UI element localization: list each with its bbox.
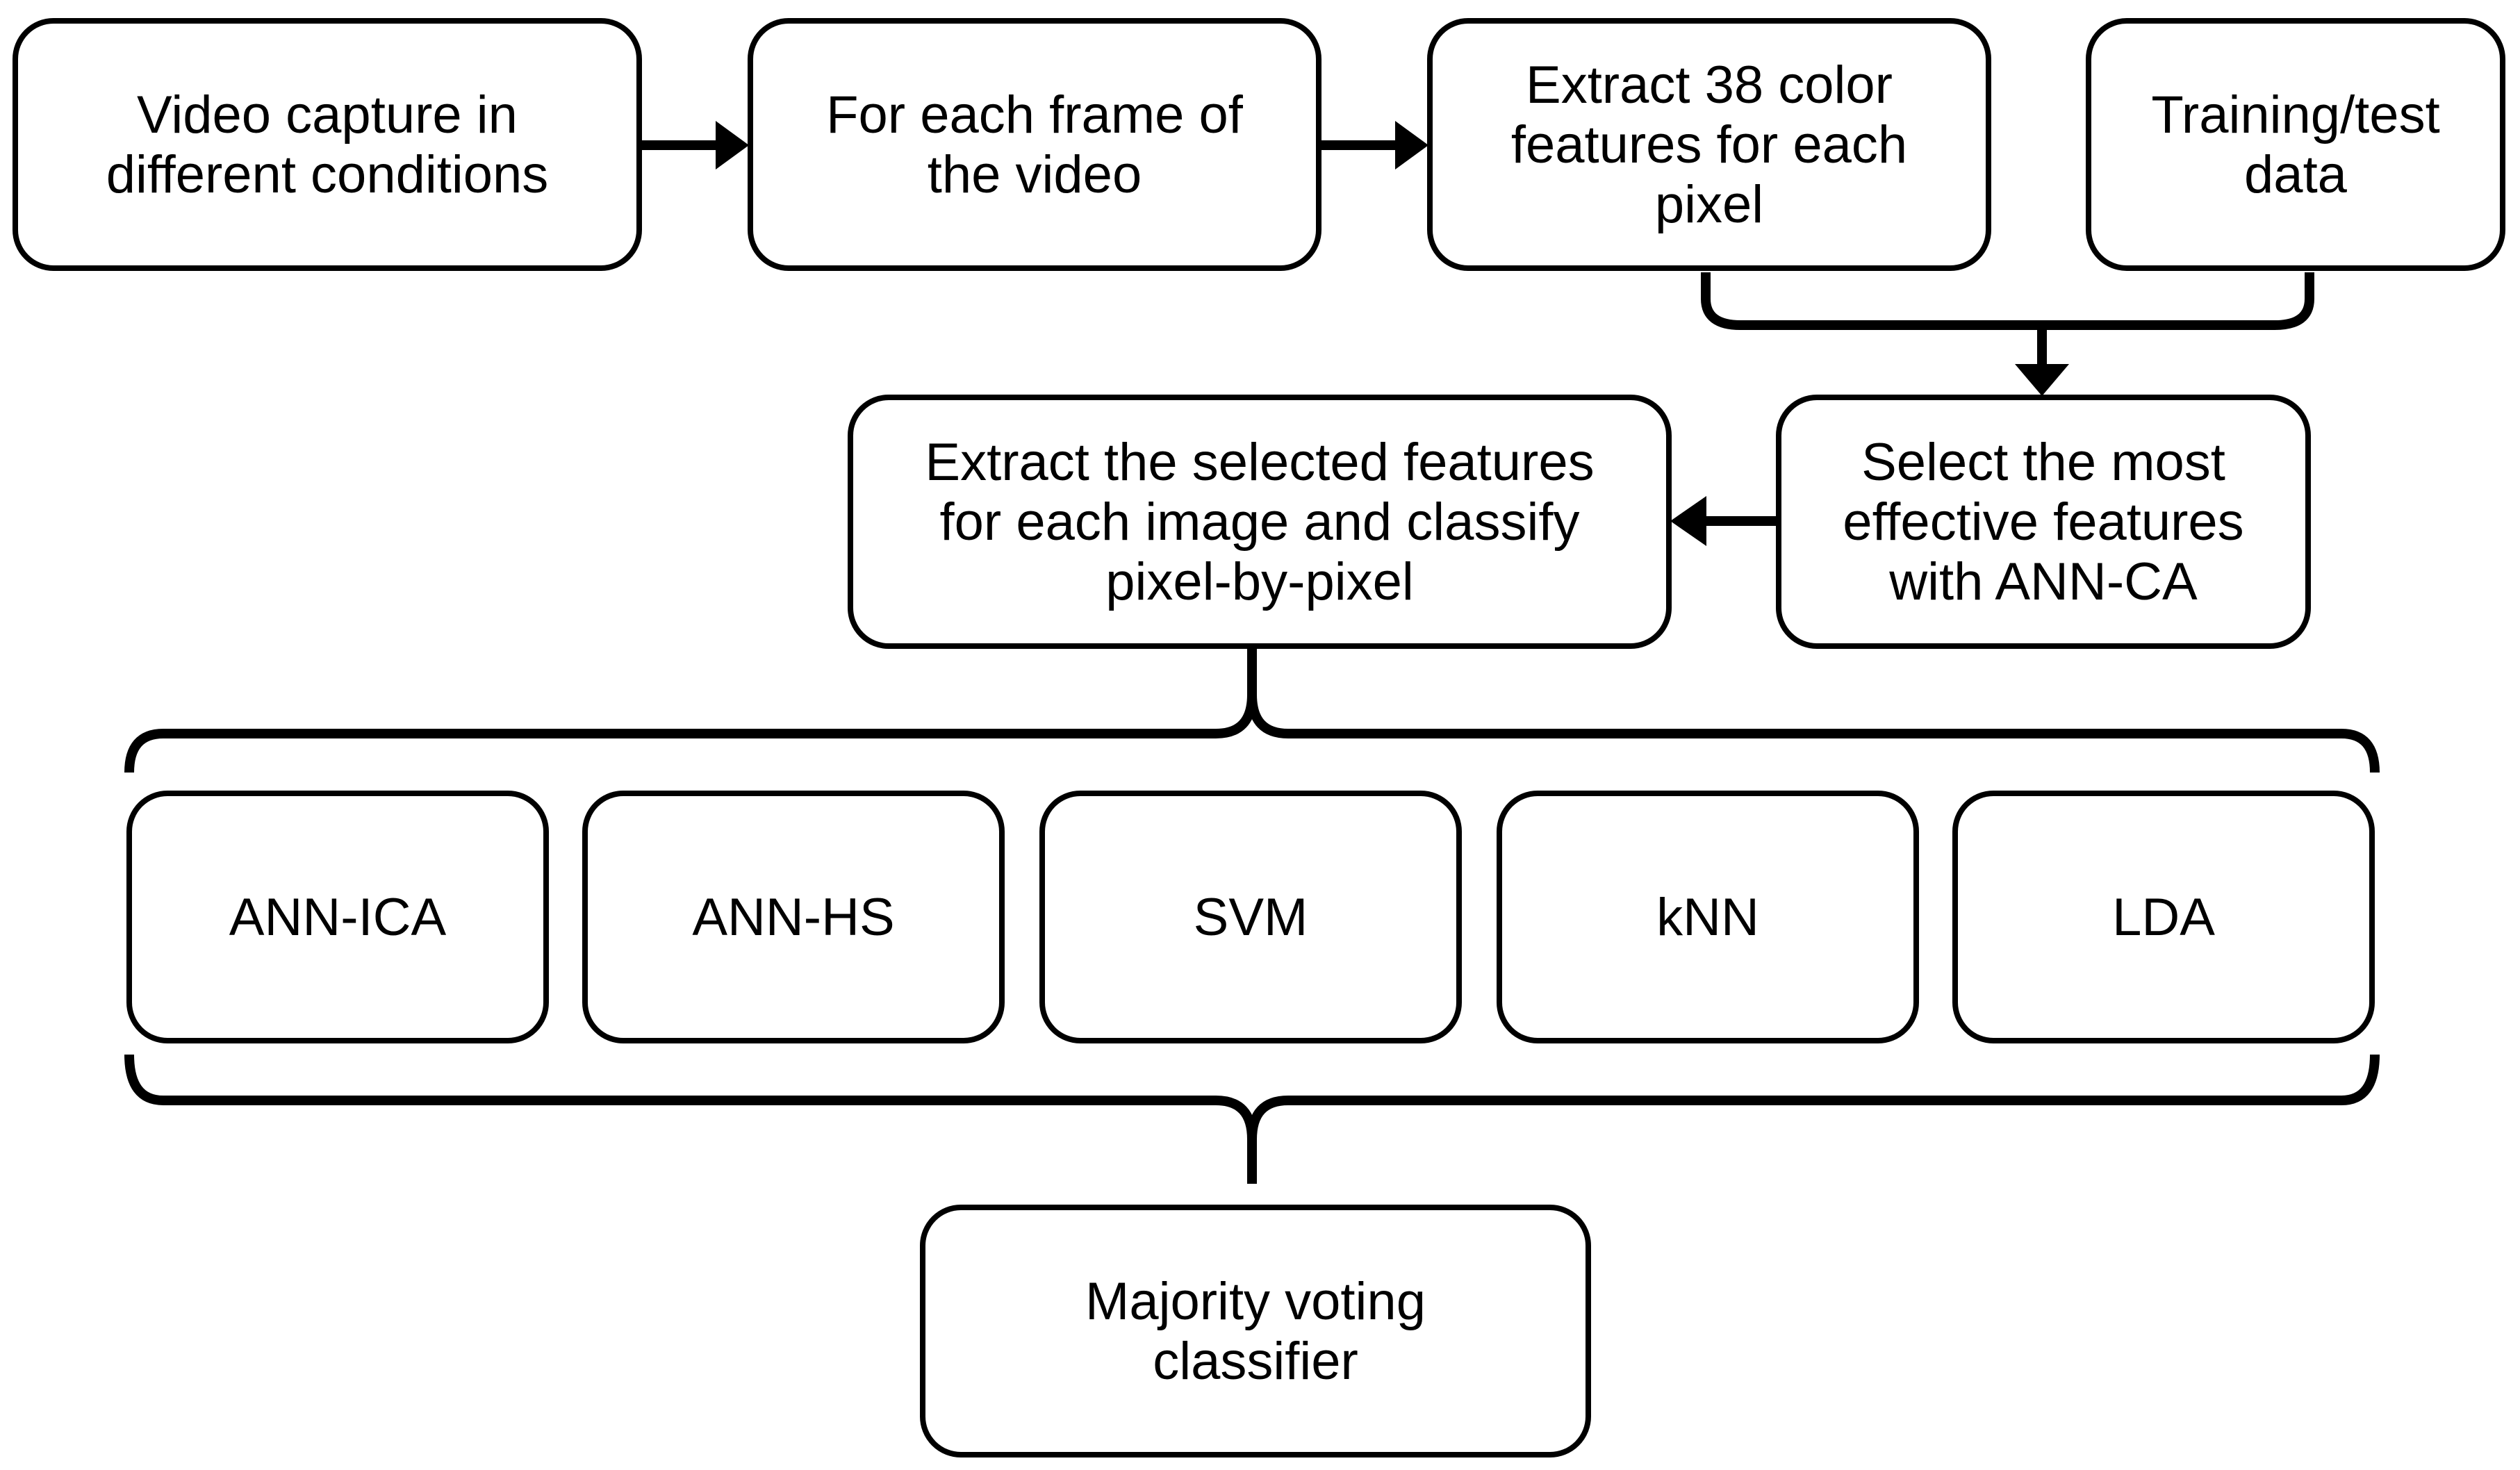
split-brace (124, 647, 2380, 773)
majority-line-1: Majority voting (1085, 1272, 1426, 1331)
box-lda: LDA (1952, 791, 2375, 1043)
lda-line-1: LDA (2112, 888, 2215, 947)
arrowhead-select-to-extract-selected (1670, 496, 1706, 546)
video-capture-line-1: Video capture in (137, 85, 518, 144)
training-test-line-2: data (2244, 145, 2348, 204)
box-ann-ica: ANN-ICA (126, 791, 549, 1043)
training-test-line-1: Training/test (2151, 85, 2439, 144)
extract-38-line-3: pixel (1655, 175, 1763, 234)
box-svm: SVM (1039, 791, 1462, 1043)
box-knn: kNN (1497, 791, 1919, 1043)
extract-selected-line-2: for each image and classify (940, 493, 1580, 552)
arrowhead-capture-to-frame (716, 121, 749, 170)
svm-line-1: SVM (1194, 888, 1308, 947)
box-ann-hs: ANN-HS (582, 791, 1005, 1043)
box-lda-text: LDA (2112, 888, 2215, 947)
box-ann-ica-text: ANN-ICA (229, 888, 447, 947)
each-frame-line-2: the video (928, 145, 1142, 204)
merge-bracket (1701, 272, 2314, 330)
box-ann-hs-text: ANN-HS (692, 888, 894, 947)
select-features-line-1: Select the most (1861, 433, 2225, 492)
extract-selected-line-3: pixel-by-pixel (1105, 552, 1414, 611)
select-features-line-2: effective features (1843, 493, 2243, 552)
select-features-line-3: with ANN-CA (1888, 552, 2198, 611)
extract-selected-line-1: Extract the selected features (925, 433, 1594, 492)
merge-brace (124, 1054, 2380, 1184)
ann-ica-line-1: ANN-ICA (229, 888, 447, 947)
majority-line-2: classifier (1153, 1332, 1358, 1391)
extract-38-line-2: features for each (1511, 115, 1907, 174)
arrowhead-frame-to-extract (1395, 121, 1428, 170)
arrowhead-merge-to-select (2015, 364, 2069, 396)
video-capture-line-2: different conditions (106, 145, 549, 204)
knn-line-1: kNN (1656, 888, 1759, 947)
box-svm-text: SVM (1194, 888, 1308, 947)
ann-hs-line-1: ANN-HS (692, 888, 894, 947)
box-knn-text: kNN (1656, 888, 1759, 947)
each-frame-line-1: For each frame of (826, 85, 1244, 144)
extract-38-line-1: Extract 38 color (1526, 56, 1893, 115)
